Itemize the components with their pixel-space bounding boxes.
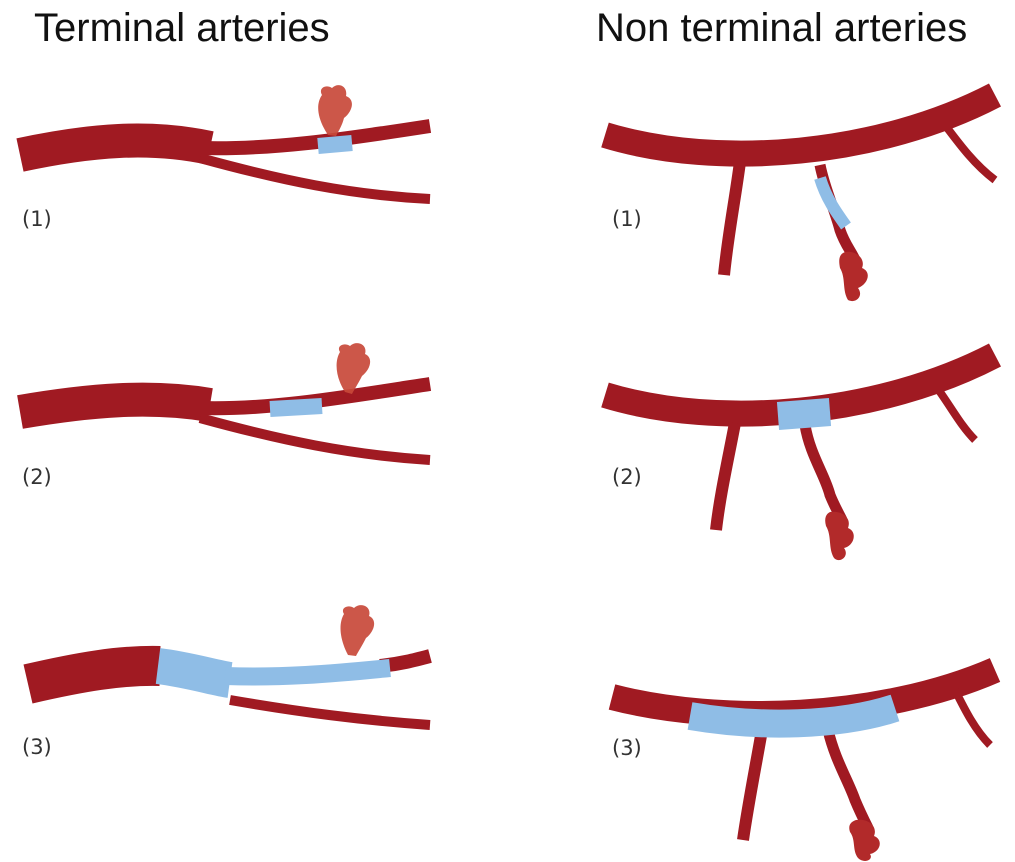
nonterminal-panel-2: (2) bbox=[605, 355, 995, 560]
artery-lower-branch bbox=[200, 418, 430, 460]
occlusion-segment bbox=[690, 708, 895, 724]
panel-label: (2) bbox=[22, 465, 52, 489]
hemorrhage-blob bbox=[337, 343, 371, 394]
artery-main bbox=[605, 95, 995, 154]
artery-branch-middle bbox=[828, 730, 868, 828]
infarct-blob bbox=[839, 252, 868, 301]
artery-trunk bbox=[28, 666, 160, 684]
occlusion-segment bbox=[318, 143, 352, 146]
occlusion-segment-distal bbox=[225, 668, 390, 677]
panel-label: (1) bbox=[612, 207, 642, 231]
artery-branch-right bbox=[955, 690, 990, 745]
infarct-blob bbox=[825, 512, 854, 560]
occlusion-segment bbox=[270, 406, 322, 409]
occlusion-segment bbox=[778, 412, 830, 416]
artery-upper-branch bbox=[200, 126, 430, 148]
nonterminal-panel-3: (3) bbox=[612, 670, 995, 861]
artery-trunk bbox=[20, 400, 210, 412]
artery-branch-left bbox=[716, 423, 735, 530]
artery-branch-middle bbox=[805, 425, 842, 520]
artery-lower-branch bbox=[200, 158, 430, 199]
hemorrhage-blob bbox=[341, 605, 375, 656]
artery-trunk bbox=[20, 141, 210, 155]
terminal-panel-3: (3) bbox=[22, 605, 430, 759]
artery-main bbox=[612, 670, 995, 714]
artery-branch-right bbox=[945, 125, 995, 180]
hemorrhage-blob bbox=[318, 85, 352, 136]
terminal-panel-2: (2) bbox=[20, 343, 430, 489]
artery-lower-branch bbox=[230, 700, 430, 725]
panel-label: (3) bbox=[22, 735, 52, 759]
panel-label: (1) bbox=[22, 207, 52, 231]
artery-branch-left bbox=[743, 730, 762, 840]
nonterminal-panel-1: (1) bbox=[605, 95, 995, 301]
artery-branch-left bbox=[724, 162, 740, 275]
artery-branch-right bbox=[935, 385, 975, 440]
occlusion-segment-proximal bbox=[158, 666, 230, 680]
infarct-blob bbox=[849, 820, 880, 861]
terminal-panel-1: (1) bbox=[20, 85, 430, 231]
panel-label: (3) bbox=[612, 736, 642, 760]
panel-label: (2) bbox=[612, 465, 642, 489]
